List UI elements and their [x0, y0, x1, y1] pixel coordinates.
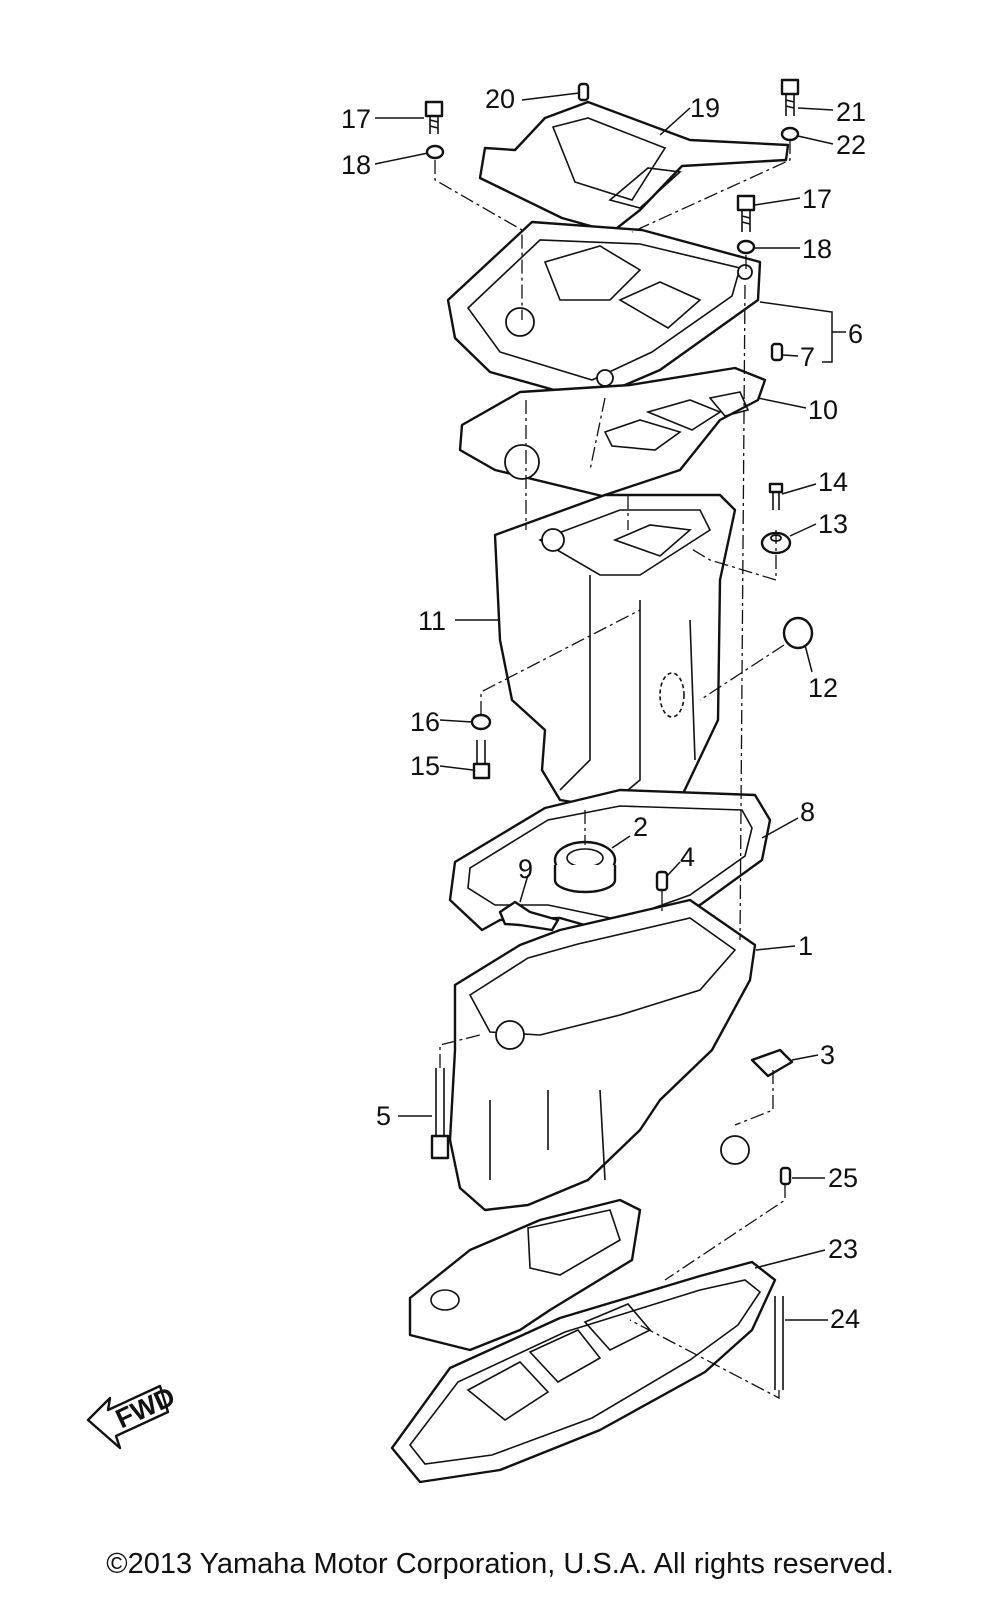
copyright-footer: ©2013 Yamaha Motor Corporation, U.S.A. A… [106, 1548, 894, 1580]
callout-8: 8 [800, 797, 815, 827]
callout-25: 25 [828, 1163, 858, 1193]
leader-lines [374, 92, 846, 1321]
callout-15: 15 [410, 751, 440, 781]
anti-ventilation-plate [408, 1198, 642, 1352]
callout-7: 7 [800, 342, 815, 372]
bolt-21 [780, 78, 800, 116]
seal-2 [553, 840, 617, 894]
callout-1: 1 [798, 931, 813, 961]
upper-casing-11 [493, 493, 737, 810]
callout-17-left: 17 [341, 104, 371, 134]
forward-arrow-icon: FWD [86, 1381, 180, 1450]
callout-22: 22 [836, 130, 866, 160]
bolt-17-left [424, 100, 444, 134]
washer-16 [470, 713, 492, 731]
callout-5: 5 [376, 1101, 391, 1131]
assembly-lines [434, 140, 791, 1400]
stud-24 [774, 1296, 784, 1390]
callout-19: 19 [690, 93, 720, 123]
callout-18-left: 18 [341, 150, 371, 180]
callout-2: 2 [633, 812, 648, 842]
callout-24: 24 [830, 1304, 860, 1334]
callout-20: 20 [485, 84, 515, 114]
callout-labels: 17 18 20 19 21 22 17 18 6 7 10 14 13 11 … [341, 84, 866, 1334]
fwd-label: FWD [111, 1381, 179, 1434]
bolt-17-right [736, 194, 756, 232]
callout-14: 14 [818, 467, 848, 497]
bolt-15 [472, 740, 491, 780]
callout-21: 21 [836, 97, 866, 127]
callout-10: 10 [808, 395, 838, 425]
callout-17-right: 17 [802, 184, 832, 214]
gasket-10 [458, 366, 767, 498]
callout-23: 23 [828, 1234, 858, 1264]
washer-22 [780, 126, 800, 142]
cover-3 [750, 1048, 794, 1078]
callout-6: 6 [848, 319, 863, 349]
dowel-pin-7 [770, 342, 784, 362]
dowel-pin-4 [655, 870, 669, 892]
callout-18-right: 18 [802, 234, 832, 264]
callout-11: 11 [418, 606, 446, 636]
callout-9: 9 [518, 854, 533, 884]
washer-18-right [736, 239, 756, 255]
callout-4: 4 [680, 842, 695, 872]
exhaust-guide-6 [446, 220, 762, 402]
plug-12 [782, 616, 814, 650]
screw-14 [768, 482, 784, 510]
callout-16: 16 [410, 707, 440, 737]
callout-12: 12 [808, 673, 838, 703]
dowel-pin-20 [577, 82, 590, 102]
bolt-5 [430, 1068, 450, 1160]
lower-casing-1 [448, 898, 757, 1212]
callout-3: 3 [820, 1040, 835, 1070]
callout-13: 13 [818, 509, 848, 539]
clamp-9 [498, 900, 560, 932]
dowel-pin-25 [779, 1166, 792, 1186]
washer-18-left [425, 144, 445, 160]
